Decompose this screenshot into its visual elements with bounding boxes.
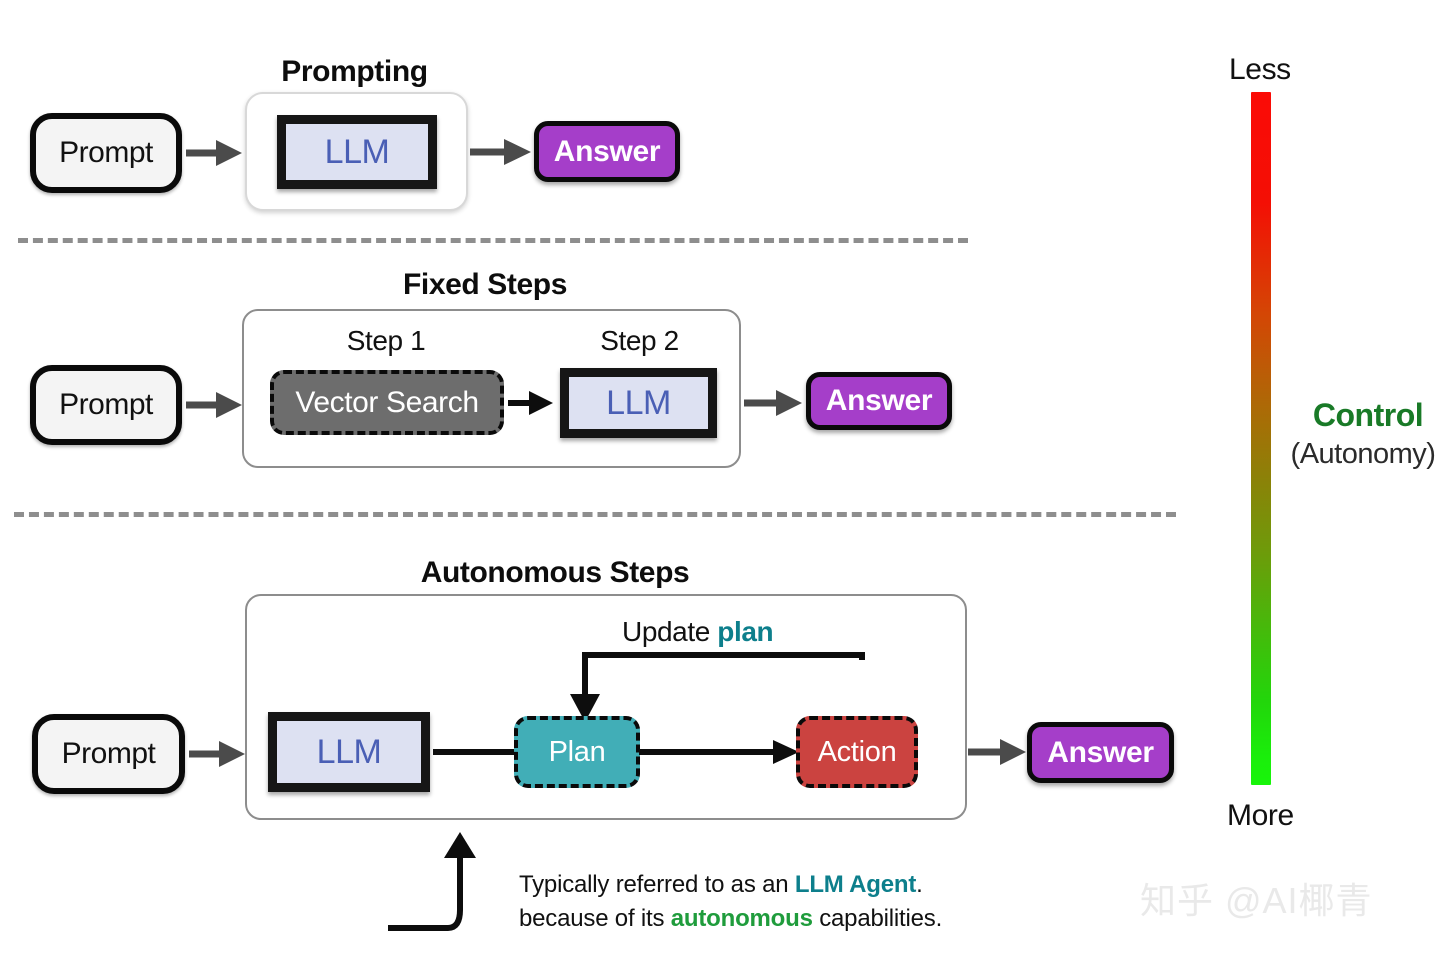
scale-subtitle: (Autonomy)	[1290, 438, 1436, 470]
caption-line1-post: .	[916, 871, 923, 898]
plan-box: Plan	[514, 716, 640, 788]
update-plan-prefix: Update	[622, 616, 718, 647]
caption-line2-pre: because of its	[519, 905, 671, 933]
prompt-box-autonomous: Prompt	[32, 714, 185, 794]
watermark: 知乎 @AI椰青	[1140, 880, 1373, 921]
section-title-autonomous-steps: Autonomous Steps	[420, 556, 690, 589]
caption-autonomous-emphasis: autonomous	[670, 905, 813, 933]
update-plan-emphasis: plan	[717, 616, 774, 647]
arrow-llm-to-answer-1	[470, 139, 531, 165]
answer-box-prompting: Answer	[534, 121, 680, 182]
arrow-group-to-answer-3	[968, 739, 1026, 765]
llm-box-autonomous: LLM	[268, 712, 430, 792]
arrow-plan-to-action	[639, 740, 799, 764]
control-gradient-bar	[1251, 92, 1271, 785]
action-box: Action	[796, 716, 918, 788]
caption-line1-pre: Typically referred to as an	[519, 871, 795, 898]
section-divider-2	[14, 512, 1176, 517]
scale-bottom-label: More	[1227, 799, 1294, 832]
arrow-vector-to-llm-2	[508, 391, 553, 415]
section-divider-1	[18, 238, 968, 243]
prompt-box-fixed-steps: Prompt	[30, 365, 182, 445]
caption-line-2: because of its autonomous capabilities.	[519, 902, 942, 936]
prompt-box-prompting: Prompt	[30, 113, 182, 193]
step-1-label: Step 1	[346, 325, 426, 356]
update-plan-label: Update plan	[622, 616, 774, 648]
step-2-label: Step 2	[600, 325, 679, 356]
caption-line-1: Typically referred to as an LLM Agent.	[519, 868, 942, 902]
scale-top-label: Less	[1229, 53, 1291, 86]
section-title-fixed-steps: Fixed Steps	[403, 268, 567, 301]
section-title-prompting: Prompting	[281, 55, 428, 88]
caption-line2-post: capabilities.	[812, 905, 943, 933]
arrow-prompt-to-llm-1	[186, 140, 242, 166]
llm-box-prompting: LLM	[277, 115, 437, 189]
answer-box-fixed-steps: Answer	[806, 372, 952, 430]
llm-box-fixed-steps: LLM	[560, 368, 717, 438]
caption-callout-arrow	[388, 832, 476, 931]
scale-title: Control	[1312, 397, 1424, 433]
caption-text: Typically referred to as an LLM Agent. b…	[519, 868, 942, 936]
arrow-prompt-to-group-3	[189, 741, 245, 767]
caption-llm-agent-emphasis: LLM Agent	[794, 871, 917, 898]
arrow-prompt-to-group-2	[186, 392, 242, 418]
arrow-group-to-answer-2	[744, 390, 802, 416]
connector-llm-to-plan	[433, 749, 515, 755]
feedback-loop-arrow	[570, 652, 865, 722]
answer-box-autonomous: Answer	[1027, 722, 1174, 783]
vector-search-box: Vector Search	[270, 370, 504, 435]
